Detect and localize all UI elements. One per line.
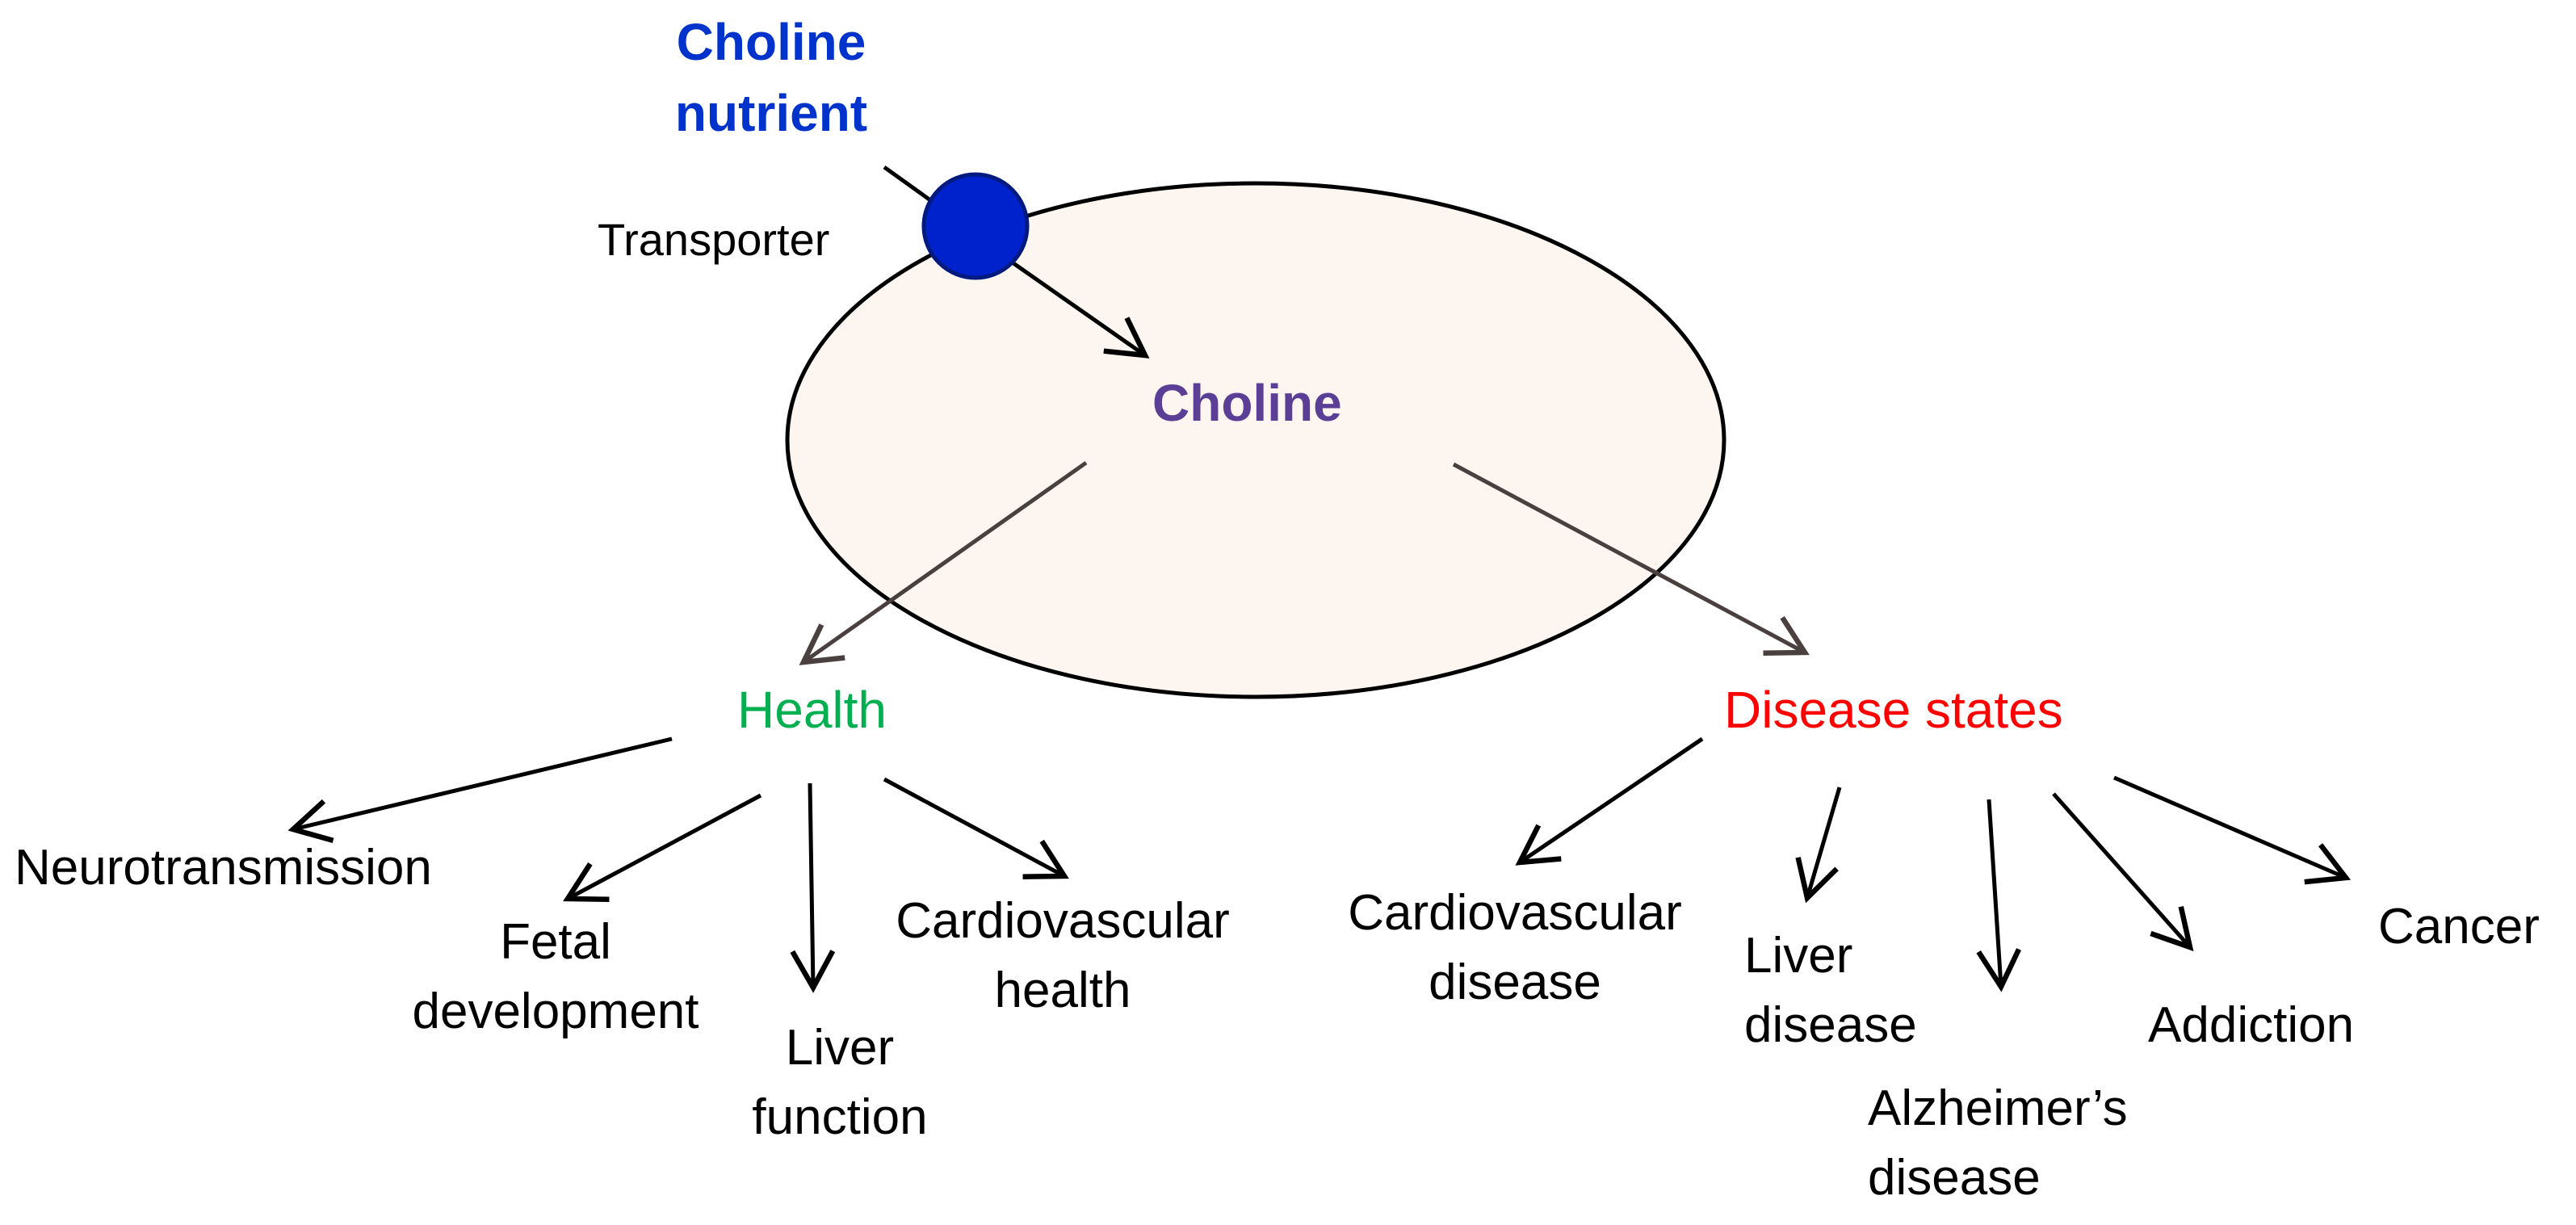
addiction-line1: Addiction (2148, 997, 2355, 1053)
disease-to-alzheimers-arrow (1976, 799, 2021, 992)
cardiovascular-disease-label: Cardiovascular disease (1313, 879, 1717, 1017)
cancer-line1: Cancer (2378, 899, 2540, 954)
alzheimers-disease-label: Alzheimer’s disease (1868, 1074, 2128, 1213)
fetal-development-label: Fetal development (378, 908, 733, 1047)
health-to-cardio-arrow (883, 777, 1069, 879)
neurotransmission-line1: Neurotransmission (15, 840, 432, 896)
liver-function-line2: function (752, 1089, 928, 1145)
disease-to-addiction-arrow (2052, 792, 2194, 952)
health-to-neurotransmission-arrow (287, 736, 673, 843)
choline-nutrient-line2: nutrient (674, 84, 868, 142)
cancer-label: Cancer (2378, 892, 2540, 962)
choline-to-health-arrow (799, 460, 1088, 665)
cardio-disease-line1: Cardiovascular (1348, 885, 1682, 941)
disease-to-cancer-arrow (2113, 775, 2352, 885)
choline-to-disease-arrow (1452, 462, 1810, 657)
health-to-liver-arrow (790, 782, 836, 993)
alzheimers-line1: Alzheimer’s (1868, 1080, 2128, 1136)
cardiovascular-health-label: Cardiovascular health (861, 887, 1265, 1026)
transporter-circle (921, 172, 1030, 280)
cardio-health-line1: Cardiovascular (896, 893, 1230, 949)
liver-function-line1: Liver (785, 1020, 895, 1076)
choline-label: Choline (1152, 374, 1342, 432)
liver-disease-line1: Liver (1744, 928, 1853, 984)
liver-function-label: Liver function (711, 1013, 969, 1152)
neurotransmission-label: Neurotransmission (15, 833, 432, 903)
transporter-label: Transporter (598, 214, 830, 265)
disease-states-label: Disease states (1724, 681, 2063, 739)
liver-disease-label: Liver disease (1744, 921, 1917, 1060)
alzheimers-line2: disease (1868, 1150, 2041, 1206)
fetal-line1: Fetal (500, 914, 611, 970)
cardio-health-line2: health (994, 963, 1131, 1018)
addiction-label: Addiction (2148, 991, 2354, 1060)
fetal-line2: development (412, 984, 699, 1039)
health-to-fetal-arrow (563, 793, 762, 903)
choline-nutrient-line1: Choline (676, 13, 866, 71)
health-label: Health (737, 681, 887, 739)
disease-to-cardio-arrow (1515, 736, 1704, 866)
cell-ellipse (785, 181, 1726, 699)
liver-disease-line2: disease (1744, 997, 1917, 1053)
cardio-disease-line2: disease (1429, 954, 1601, 1010)
disease-to-liver-arrow (1795, 787, 1842, 904)
transporter-to-choline-arrow (1012, 261, 1150, 359)
choline-nutrient-label: Choline nutrient (658, 6, 884, 149)
